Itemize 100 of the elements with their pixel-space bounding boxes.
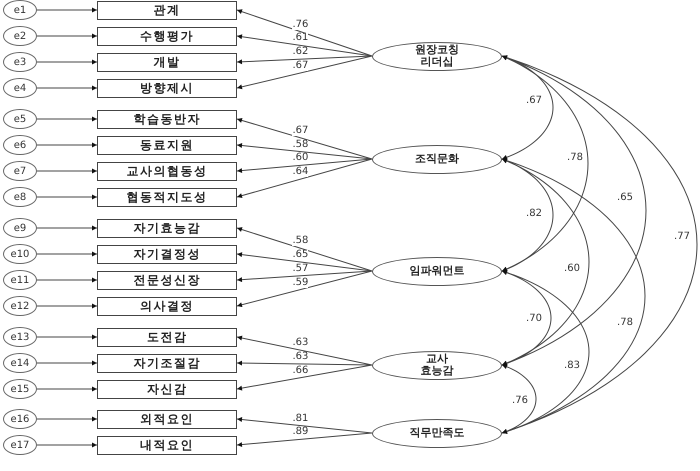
path-coefficient: .83: [564, 361, 580, 371]
double-headed-arc-arrow: [502, 270, 552, 366]
arrow: [36, 386, 98, 392]
indicator-box: 도전감: [97, 328, 237, 346]
indicator-box: 자기조절감: [97, 354, 237, 372]
arrow: [236, 158, 372, 198]
indicator-box: 자기효능감: [97, 218, 237, 238]
arrow: [36, 142, 98, 148]
arrow: [236, 143, 372, 160]
indicator-box: 자기결정성: [97, 244, 237, 264]
arrow: [236, 364, 372, 391]
indicator-box: 동료지원: [97, 136, 237, 154]
latent-variable-ellipse: 조직문화: [372, 144, 502, 174]
arrow: [36, 168, 98, 174]
arrow: [236, 227, 372, 272]
indicator-box: 학습동반자: [97, 110, 237, 128]
path-coefficient: .67: [292, 60, 308, 71]
path-coefficient: .59: [292, 278, 308, 288]
arrow: [36, 304, 98, 308]
arrow: [36, 416, 98, 422]
arrow: [236, 56, 372, 64]
indicator-box: 자신감: [97, 380, 237, 398]
arrow: [36, 116, 98, 122]
path-coefficient: .67: [526, 96, 542, 106]
indicator-box: 개발: [97, 52, 237, 72]
arrow: [36, 34, 98, 38]
path-coefficient: .63: [292, 338, 308, 348]
indicator-box: 의사결정: [97, 296, 237, 316]
path-coefficient: .89: [292, 427, 308, 438]
arrow: [36, 442, 98, 448]
path-coefficient: .58: [292, 236, 308, 246]
error-term-ellipse: e8: [3, 187, 37, 207]
error-term-ellipse: e6: [3, 135, 37, 155]
error-term-ellipse: e15: [3, 379, 37, 399]
path-coefficient: .61: [292, 33, 308, 44]
error-term-ellipse: e5: [3, 109, 37, 129]
path-coefficient: .63: [292, 352, 308, 362]
error-term-ellipse: e16: [3, 409, 37, 429]
error-term-ellipse: e3: [3, 52, 37, 72]
path-coefficient: .58: [292, 140, 308, 150]
arrow: [236, 417, 372, 434]
indicator-box: 내적요인: [97, 436, 237, 454]
path-coefficient: .67: [292, 126, 308, 136]
arrow: [36, 8, 98, 12]
indicator-box: 관계: [97, 0, 237, 20]
path-coefficient: .77: [674, 232, 690, 242]
latent-variable-ellipse: 직무만족도: [372, 418, 502, 448]
path-coefficient: .66: [292, 366, 308, 376]
error-term-ellipse: e17: [3, 435, 37, 455]
indicator-box: 방향제시: [97, 78, 237, 98]
double-headed-arc-arrow: [502, 270, 590, 434]
error-term-ellipse: e13: [3, 327, 37, 347]
latent-variable-ellipse: 임파워먼트: [372, 256, 502, 286]
arrow: [36, 278, 98, 282]
error-term-ellipse: e2: [3, 26, 37, 46]
path-coefficient: .64: [292, 167, 308, 178]
arrow: [236, 9, 372, 56]
path-coefficient: .70: [526, 314, 542, 324]
indicator-box: 전문성신장: [97, 270, 237, 290]
arrow: [36, 334, 98, 340]
path-coefficient: .60: [564, 264, 580, 274]
arrow: [236, 252, 372, 272]
path-coefficient: .76: [512, 396, 528, 406]
double-headed-arc-arrow: [502, 364, 536, 434]
arrow: [236, 360, 372, 366]
error-term-ellipse: e9: [3, 218, 37, 238]
path-coefficient: .78: [567, 153, 583, 163]
arrow: [236, 336, 372, 366]
double-headed-arc-arrow: [502, 56, 588, 272]
path-coefficient: .62: [292, 47, 308, 58]
error-term-ellipse: e1: [3, 0, 37, 20]
path-coefficient: .81: [292, 414, 308, 424]
error-term-ellipse: e14: [3, 353, 37, 373]
indicator-box: 수행평가: [97, 26, 237, 46]
arrow: [36, 226, 98, 230]
arrow: [36, 360, 98, 366]
path-coefficient: .65: [292, 250, 308, 260]
path-coefficient: .60: [292, 153, 308, 164]
error-term-ellipse: e11: [3, 270, 37, 290]
indicator-box: 외적요인: [97, 410, 237, 428]
arrow: [36, 194, 98, 200]
arrow: [236, 270, 372, 282]
arrow: [236, 118, 372, 160]
error-term-ellipse: e10: [3, 244, 37, 264]
arrow: [36, 86, 98, 90]
error-term-ellipse: e7: [3, 161, 37, 181]
arrow: [36, 60, 98, 64]
error-term-ellipse: e4: [3, 78, 37, 98]
arrow: [36, 252, 98, 256]
arrow: [236, 34, 372, 56]
path-coefficient: .78: [617, 318, 633, 328]
indicator-box: 교사의협동성: [97, 162, 237, 180]
arrow: [236, 56, 372, 90]
arrow: [236, 158, 372, 174]
indicator-box: 협동적지도성: [97, 188, 237, 206]
error-term-ellipse: e12: [3, 296, 37, 316]
path-coefficient: .82: [526, 209, 542, 219]
latent-variable-ellipse: 원장코칭 리더십: [372, 42, 502, 70]
arrow: [236, 432, 372, 448]
path-coefficient: .65: [617, 193, 633, 203]
